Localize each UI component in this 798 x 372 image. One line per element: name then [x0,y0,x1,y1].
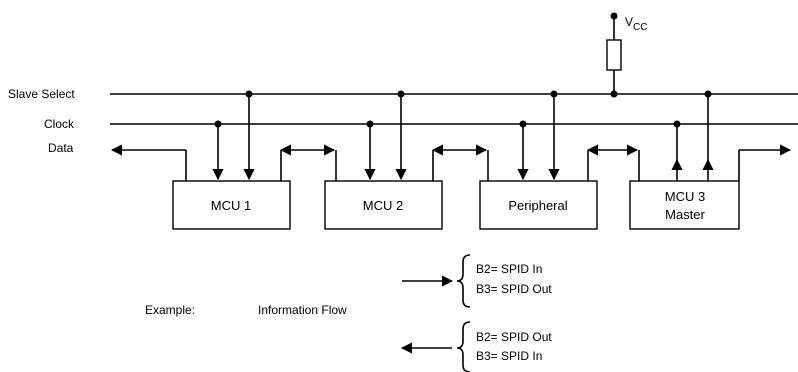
clock-label: Clock [44,117,75,131]
mcu1-block: MCU 1 [110,90,291,230]
vcc-junction-dot [610,90,618,98]
vcc-pullup: VCC [606,12,647,98]
data-label: Data [48,141,74,155]
peripheral-label: Peripheral [508,198,567,213]
mcu2-label: MCU 2 [363,198,403,213]
right-flow-b2: B2= SPID In [476,262,542,276]
mcu3-master-block: MCU 3 Master [586,90,792,230]
mcu3-master-label: Master [665,207,705,222]
right-brace [456,254,471,308]
left-flow-b3: B3= SPID In [476,349,542,363]
mcu3-label: MCU 3 [665,189,705,204]
right-flow-b3: B3= SPID Out [476,282,552,296]
information-flow-example: Example: Information Flow B2= SPID In B3… [145,254,552,372]
pullup-resistor [606,39,622,71]
example-label: Example: [145,303,195,317]
information-flow-label: Information Flow [258,303,347,317]
mcu2-block: MCU 2 [279,90,443,230]
left-brace [456,321,471,372]
peripheral-block: Peripheral [431,90,598,230]
left-flow-b2: B2= SPID Out [476,330,552,344]
slave-select-label: Slave Select [8,87,75,101]
mcu1-label: MCU 1 [211,198,251,213]
vcc-label: VCC [625,15,647,33]
